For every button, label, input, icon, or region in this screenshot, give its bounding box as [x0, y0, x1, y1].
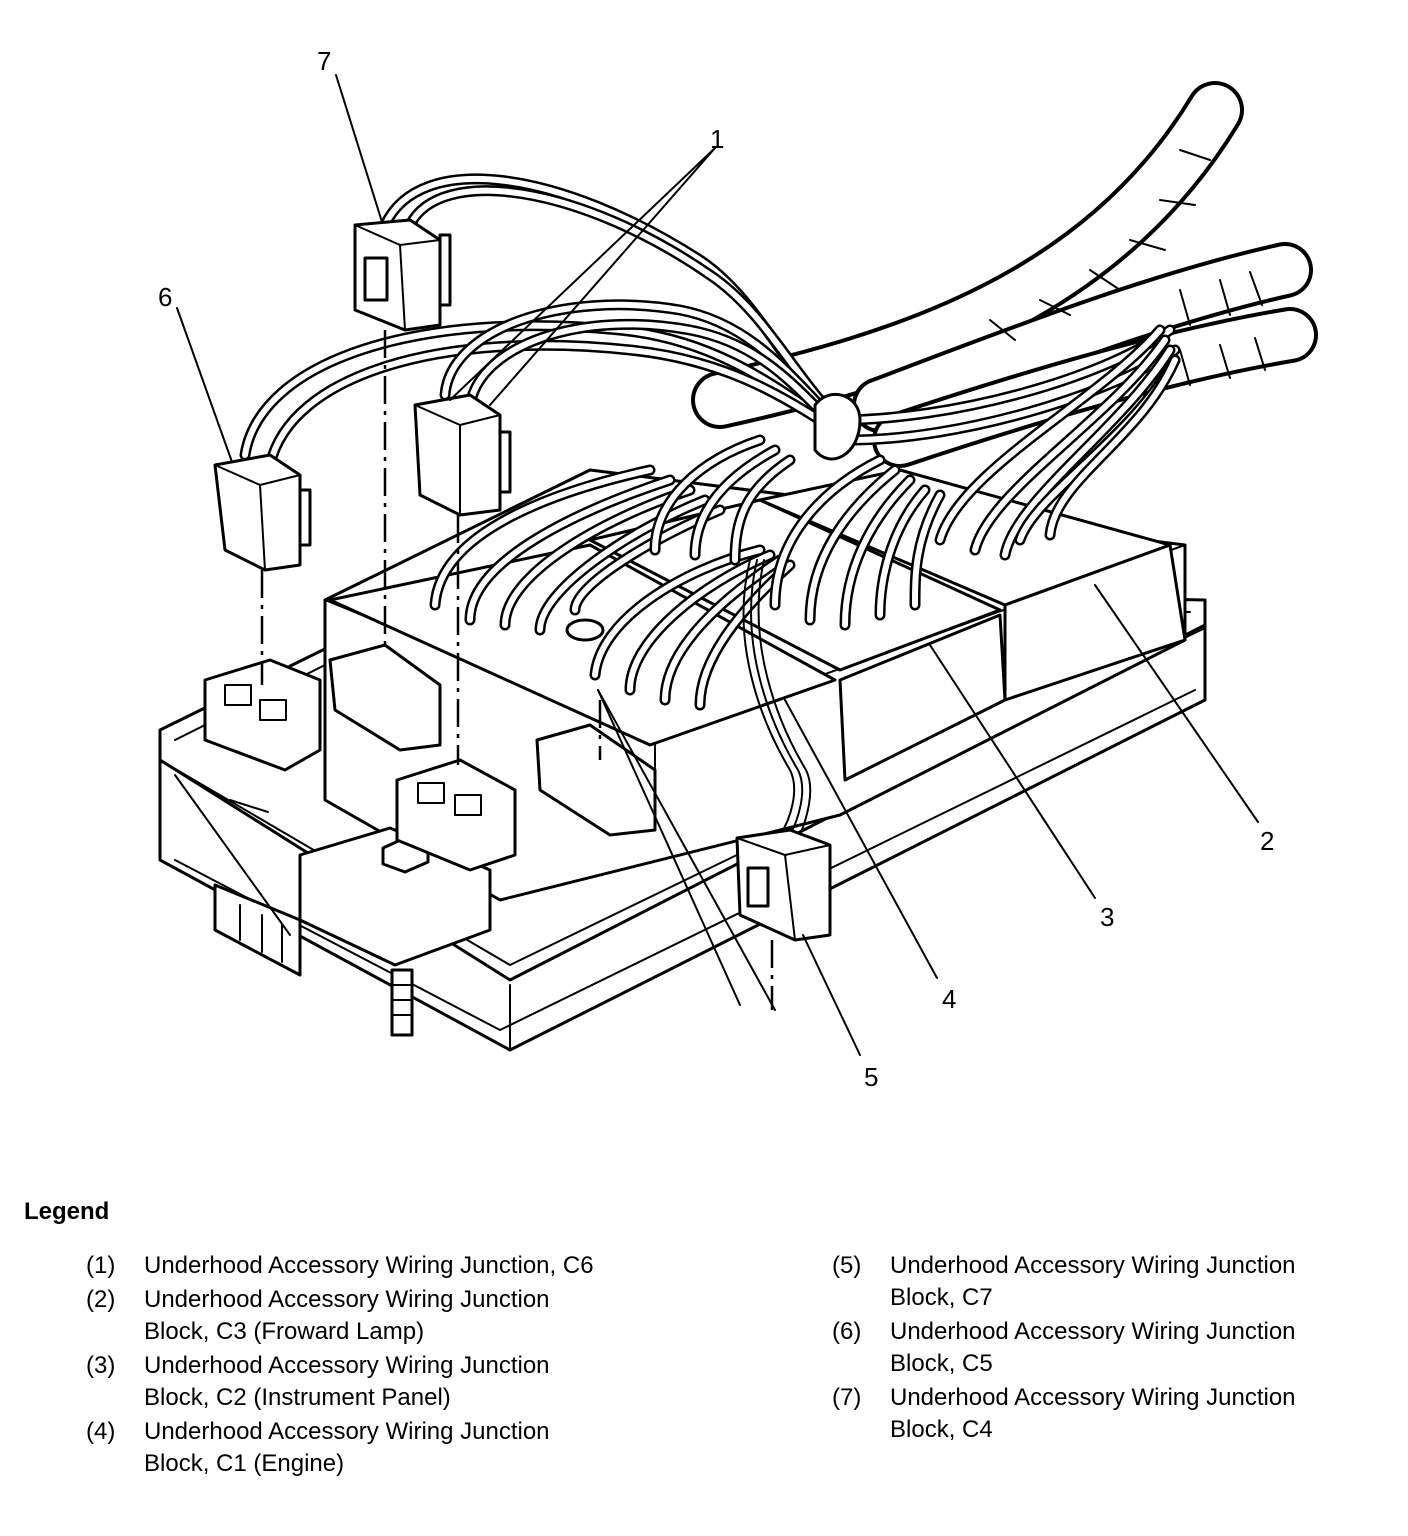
legend-item-1: (1) Underhood Accessory Wiring Junction,… [86, 1250, 686, 1282]
legend-text: Underhood Accessory Wiring Junction, C6 [144, 1250, 686, 1282]
legend-line: Block, C4 [890, 1416, 993, 1443]
legend-line: Underhood Accessory Wiring Junction, C6 [144, 1252, 594, 1279]
callout-1: 1 [710, 124, 724, 154]
callout-4: 4 [942, 984, 956, 1014]
legend-item-7: (7) Underhood Accessory Wiring Junction … [832, 1382, 1392, 1446]
legend-index: (6) [832, 1318, 862, 1345]
legend-index: (1) [86, 1252, 116, 1279]
legend-index: (4) [86, 1418, 116, 1445]
alignment-lines [260, 330, 774, 1010]
legend-line: Block, C2 (Instrument Panel) [144, 1384, 451, 1411]
legend-item-2: (2) Underhood Accessory Wiring Junction … [86, 1284, 686, 1348]
legend-item-6: (6) Underhood Accessory Wiring Junction … [832, 1316, 1392, 1380]
legend-line: Block, C3 (Froward Lamp) [144, 1318, 425, 1345]
legend-line: Block, C1 (Engine) [144, 1450, 345, 1477]
callout-7: 7 [317, 46, 331, 76]
callout-2: 2 [1260, 826, 1274, 856]
wire-harness [239, 81, 1318, 836]
legend-text: Underhood Accessory Wiring Junction Bloc… [890, 1382, 1392, 1446]
legend-line: Underhood Accessory Wiring Junction [890, 1318, 1296, 1345]
legend-item-5: (5) Underhood Accessory Wiring Junction … [832, 1250, 1392, 1314]
legend-column-right: (5) Underhood Accessory Wiring Junction … [832, 1250, 1392, 1448]
legend-column-left: (1) Underhood Accessory Wiring Junction,… [86, 1250, 686, 1482]
legend-text: Underhood Accessory Wiring Junction Bloc… [144, 1284, 686, 1348]
legend-line: Underhood Accessory Wiring Junction [144, 1418, 550, 1445]
connector-5 [735, 828, 832, 942]
legend-item-3: (3) Underhood Accessory Wiring Junction … [86, 1350, 686, 1414]
legend-text: Underhood Accessory Wiring Junction Bloc… [144, 1350, 686, 1414]
legend-text: Underhood Accessory Wiring Junction Bloc… [890, 1316, 1392, 1380]
callout-3: 3 [1100, 902, 1114, 932]
connector-6 [213, 453, 312, 572]
legend-text: Underhood Accessory Wiring Junction Bloc… [890, 1250, 1392, 1314]
junction-block-diagram: 1 2 3 4 5 6 7 [158, 46, 1318, 1092]
legend-line: Underhood Accessory Wiring Junction [890, 1384, 1296, 1411]
callout-6: 6 [158, 282, 172, 312]
connector-1 [413, 393, 512, 517]
legend-line: Block, C7 [890, 1284, 993, 1311]
legend-item-4: (4) Underhood Accessory Wiring Junction … [86, 1416, 686, 1480]
junction-block-body [158, 468, 1207, 1052]
connector-7 [353, 218, 452, 332]
legend-index: (2) [86, 1286, 116, 1313]
legend: Legend (1) Underhood Accessory Wiring Ju… [24, 1198, 1384, 1477]
legend-text: Underhood Accessory Wiring Junction Bloc… [144, 1416, 686, 1480]
legend-line: Underhood Accessory Wiring Junction [144, 1286, 550, 1313]
callout-5: 5 [864, 1062, 878, 1092]
legend-title: Legend [24, 1198, 110, 1225]
callout-numbers: 1 2 3 4 5 6 7 [158, 46, 1274, 1092]
legend-line: Block, C5 [890, 1350, 993, 1377]
legend-line: Underhood Accessory Wiring Junction [144, 1352, 550, 1379]
legend-line: Underhood Accessory Wiring Junction [890, 1252, 1296, 1279]
leader-lines [176, 74, 1259, 1056]
legend-index: (5) [832, 1252, 862, 1279]
legend-index: (3) [86, 1352, 116, 1379]
legend-index: (7) [832, 1384, 862, 1411]
